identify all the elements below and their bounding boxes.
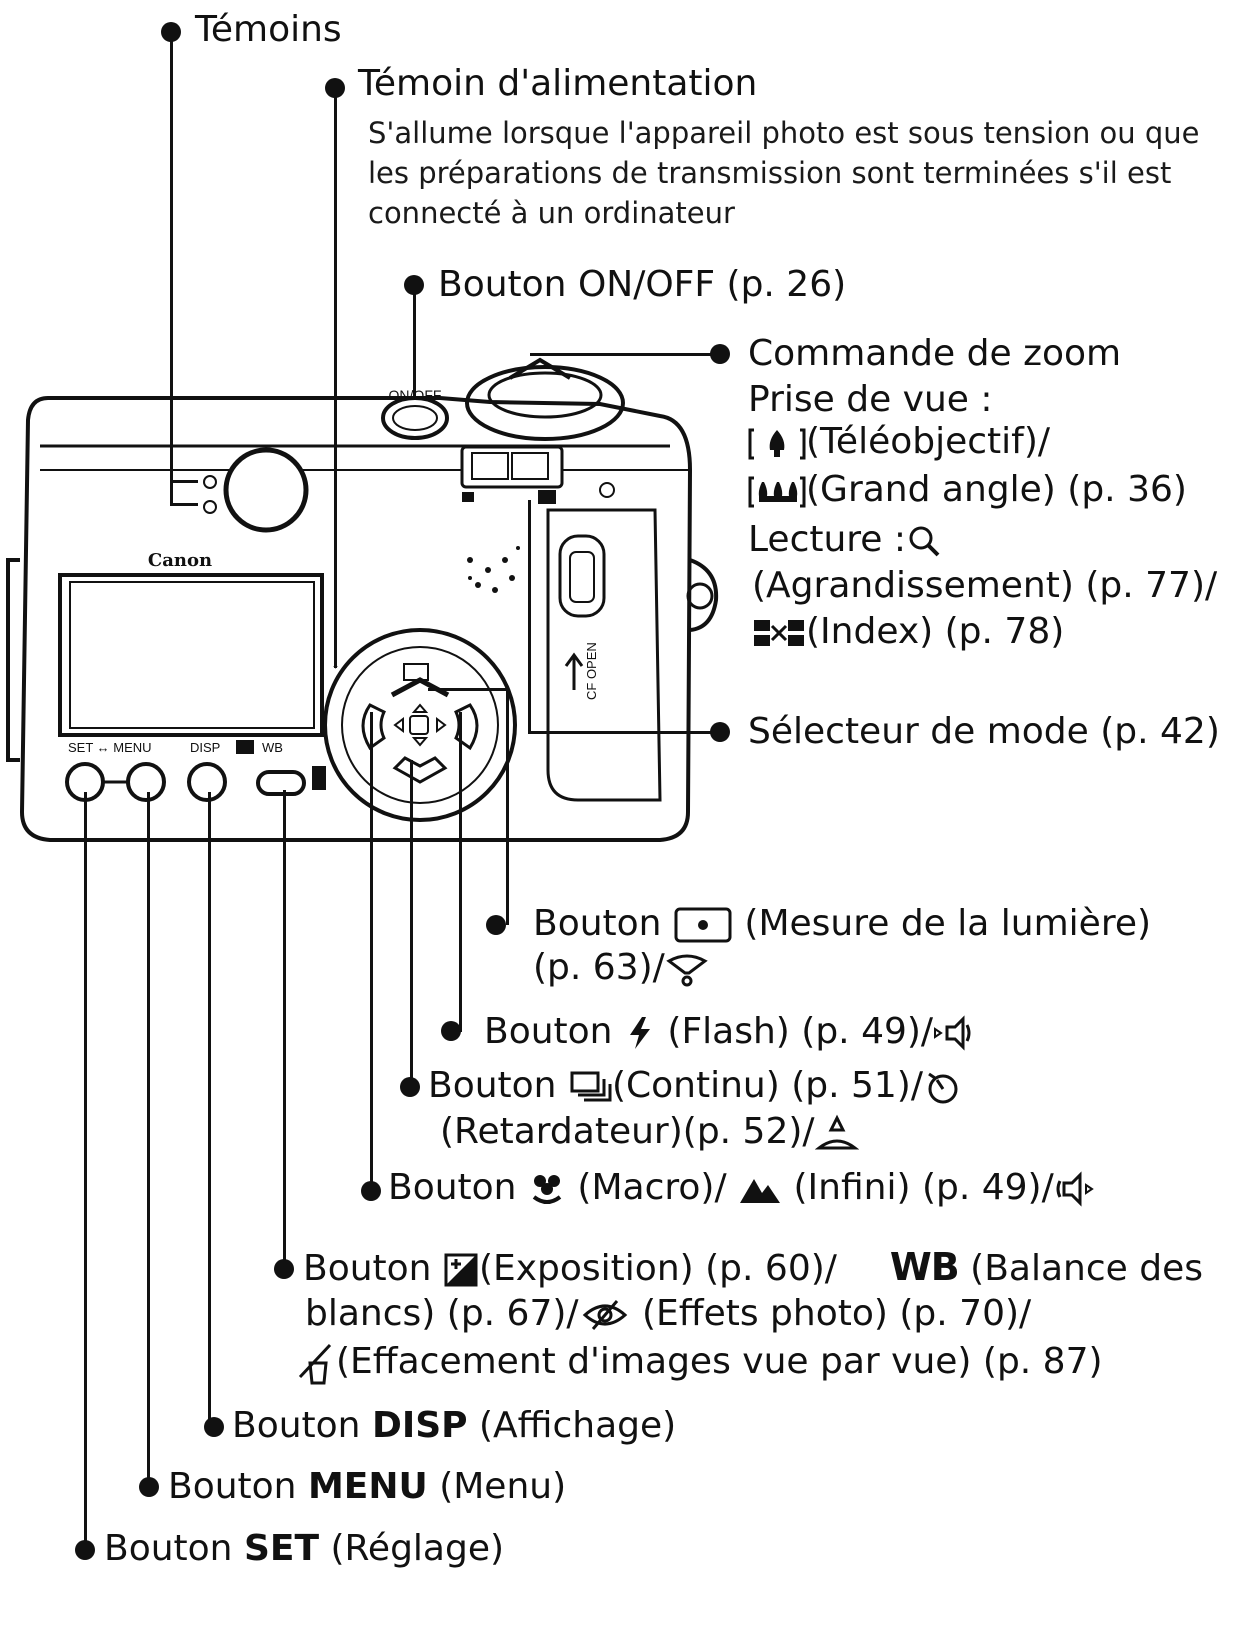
index-icon [754, 620, 804, 646]
menu-button-drawing [126, 762, 166, 802]
continuous-prefix: Bouton [428, 1065, 557, 1106]
set-prefix: Bouton [104, 1528, 233, 1569]
metering-icon [674, 907, 732, 943]
zoom-tele-row: (Téléobjectif)/ [748, 420, 1050, 464]
magnifier-icon [909, 526, 940, 557]
telephoto-icon [748, 428, 806, 460]
disp-key: DISP [371, 1405, 468, 1446]
viewfinder-drawing [223, 447, 309, 533]
print-share-icon [666, 954, 708, 987]
infinity-text: (Infini) (p. 49)/ [793, 1167, 1054, 1208]
continuous-row: Bouton (Continu) (p. 51)/ [428, 1064, 963, 1108]
menu-key: MENU [307, 1466, 428, 1507]
metering-suffix: (Mesure de la lumière) [744, 903, 1152, 944]
metering-page: (p. 63)/ [533, 947, 665, 988]
zoom-index-row: (Index) (p. 78) [752, 610, 1064, 654]
zoom-wide-row: (Grand angle) (p. 36) [748, 468, 1187, 512]
macro-flower-icon [532, 1175, 562, 1204]
menu-suffix: (Menu) [439, 1466, 567, 1507]
cf-door-drawing: CF OPEN [546, 508, 662, 802]
self-timer-text: (Retardateur)(p. 52)/ [440, 1111, 815, 1152]
flash-row: Bouton (Flash) (p. 49)/ [484, 1010, 973, 1054]
wb-key: WB [889, 1245, 960, 1289]
print-order-icon [814, 1114, 859, 1150]
wide-angle-icon [748, 476, 806, 508]
brand-logo: Canon [148, 550, 212, 571]
metering-row: Bouton (Mesure de la lumière) [533, 902, 1151, 946]
cf-open-engraving: CF OPEN [584, 642, 599, 700]
menu-prefix: Bouton [168, 1466, 297, 1507]
flash-icon [629, 1017, 650, 1049]
wb-page-text: blancs) (p. 67)/ [305, 1293, 579, 1334]
set-menu-engraving: SET ↔ MENU [68, 740, 152, 755]
flash-suffix: (Flash) (p. 49)/ [667, 1011, 934, 1052]
exposure-comp-icon [444, 1253, 478, 1287]
control-dial-drawing [323, 628, 517, 822]
camera-illustration: ON/OFF Canon CF OPEN [6, 357, 719, 842]
indicator-lamp-1 [203, 475, 217, 489]
label-power-light: Témoin d'alimentation [358, 63, 758, 104]
infinity-mountain-icon [740, 1179, 781, 1203]
label-zoom-enlarge: (Agrandissement) (p. 77)/ [752, 565, 1218, 606]
menu-row: Bouton MENU (Menu) [168, 1465, 566, 1509]
disp-suffix: (Affichage) [479, 1405, 677, 1446]
exposure-row: Bouton (Exposition) (p. 60)/ WB (Balance… [303, 1245, 1203, 1291]
disp-prefix: Bouton [232, 1405, 361, 1446]
lcd-screen-drawing [58, 573, 324, 737]
set-suffix: (Réglage) [330, 1528, 505, 1569]
label-zoom-lever: Commande de zoom [748, 333, 1122, 374]
metering-prefix: Bouton [533, 903, 662, 944]
exposure-prefix: Bouton [303, 1248, 432, 1289]
macro-text: (Macro)/ [577, 1167, 727, 1208]
metering-row-2: (p. 63)/ [533, 946, 709, 990]
disp-row: Bouton DISP (Affichage) [232, 1404, 676, 1448]
exposure-row-3: (Effacement d'images vue par vue) (p. 87… [296, 1340, 1103, 1385]
macro-prefix: Bouton [388, 1167, 517, 1208]
exposure-row-2: blancs) (p. 67)/ (Effets photo) (p. 70)/ [305, 1292, 1031, 1336]
label-zoom-shooting: Prise de vue : [748, 379, 993, 420]
exposure-text: (Exposition) (p. 60)/ [478, 1248, 837, 1289]
label-temoins: Témoins [195, 9, 342, 50]
power-light-description: S'allume lorsque l'appareil photo est so… [368, 116, 1200, 230]
disp-button-drawing [187, 762, 227, 802]
macro-row: Bouton (Macro)/ (Infini) (p. 49)/ [388, 1166, 1094, 1210]
continuous-row-2: (Retardateur)(p. 52)/ [440, 1110, 859, 1154]
continuous-shooting-icon [570, 1071, 612, 1102]
mode-switch-drawing [460, 445, 615, 504]
photo-effect-text: (Effets photo) (p. 70)/ [642, 1293, 1032, 1334]
index-text: (Index) (p. 78) [806, 611, 1065, 652]
disp-engraving: DISP [190, 740, 220, 755]
volume-down-icon [1056, 1171, 1094, 1207]
exposure-button-drawing [256, 770, 306, 796]
set-key: SET [243, 1528, 320, 1569]
playback-text: Lecture : [748, 519, 907, 560]
photo-effect-icon [582, 1300, 627, 1330]
zoom-playback-row: Lecture : [748, 518, 942, 562]
label-mode-selector: Sélecteur de mode (p. 42) [748, 711, 1220, 752]
erase-text: (Effacement d'images vue par vue) (p. 87… [336, 1341, 1103, 1382]
self-timer-icon [928, 1072, 958, 1104]
flash-prefix: Bouton [484, 1011, 613, 1052]
zoom-lever-drawing [465, 357, 625, 441]
camera-body-outline [19, 396, 693, 842]
label-on-off-button: Bouton ON/OFF (p. 26) [438, 264, 847, 305]
erase-trash-icon [298, 1343, 332, 1385]
continuous-suffix: (Continu) (p. 51)/ [611, 1065, 923, 1106]
wb-engraving: WB [262, 740, 283, 755]
indicator-lamp-2 [203, 500, 217, 514]
wb-text: (Balance des [970, 1248, 1203, 1289]
set-row: Bouton SET (Réglage) [104, 1527, 504, 1571]
volume-up-icon [934, 1015, 971, 1051]
speaker-holes [467, 546, 520, 593]
wide-text: (Grand angle) (p. 36) [806, 469, 1187, 510]
tele-text: (Téléobjectif)/ [806, 421, 1051, 462]
